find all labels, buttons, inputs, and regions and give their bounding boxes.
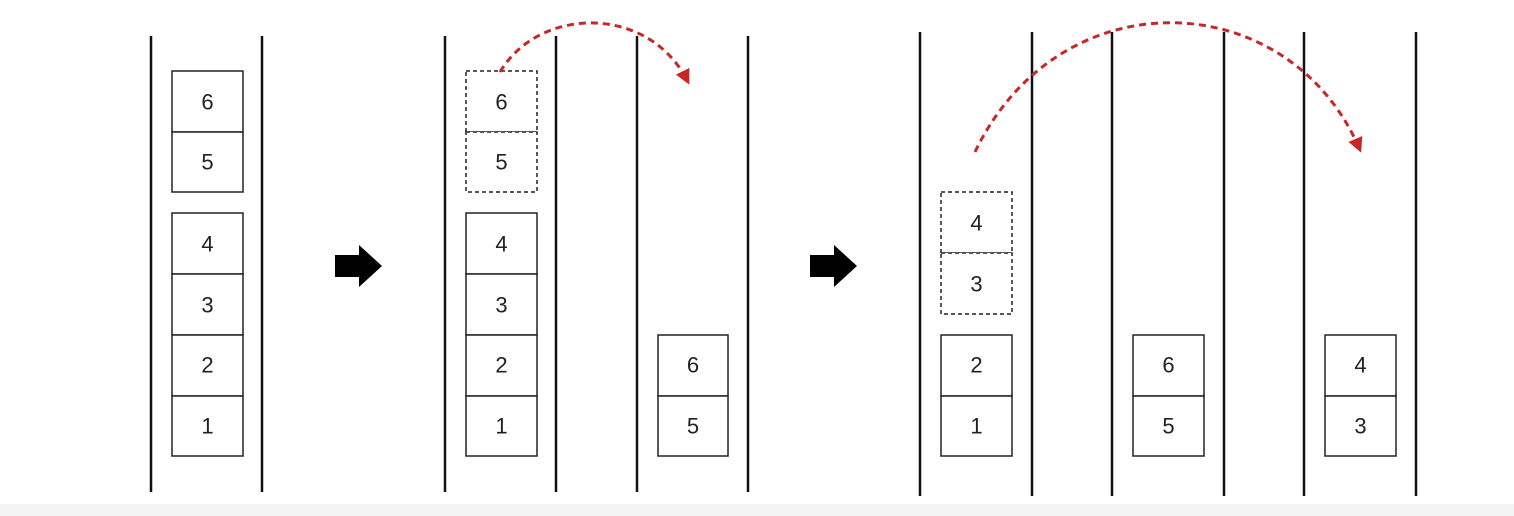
block-label: 3 [495,293,507,318]
block: 1 [465,395,538,457]
block: 4 [171,212,244,275]
block: 6 [171,70,244,133]
block: 1 [940,395,1013,457]
block-label: 3 [970,272,982,297]
block: 4 [465,212,538,275]
block: 5 [171,131,244,193]
block: 3 [171,273,244,336]
block: 4 [1324,334,1397,397]
stage-move-next-pair: 4 3 2 1 6 5 4 3 [918,21,1418,496]
block-label: 4 [1354,353,1366,378]
block-label: 2 [201,353,213,378]
curved-dashed-arrow [498,21,690,85]
block: 6 [1132,334,1205,397]
right-arrow-icon [335,245,382,287]
block: 3 [1324,395,1397,457]
block-label: 4 [201,232,213,257]
ghost-block: 6 [465,70,538,133]
block-label: 2 [495,353,507,378]
block-label: 4 [970,211,982,236]
block-label: 5 [1162,414,1174,439]
block: 2 [465,334,538,397]
block-label: 2 [970,353,982,378]
block-label: 6 [201,90,213,115]
block-label: 6 [495,90,507,115]
curved-dashed-arrow [973,21,1363,153]
block-label: 4 [495,232,507,257]
block: 1 [171,395,244,457]
block: 5 [657,395,729,457]
block: 6 [657,334,729,397]
block: 2 [171,334,244,397]
stage-initial: 6 5 4 3 2 1 [149,36,264,492]
bottom-strip [0,504,1514,516]
block-label: 5 [201,150,213,175]
stage-move-top-pair: 6 5 4 3 2 1 6 5 [443,21,750,492]
ghost-block: 4 [940,191,1013,254]
block-label: 3 [201,293,213,318]
block-label: 3 [1354,414,1366,439]
block: 3 [465,273,538,336]
block: 5 [1132,395,1205,457]
block-label: 1 [201,414,213,439]
block-label: 6 [687,353,699,378]
ghost-block: 5 [465,131,538,193]
block-label: 1 [970,414,982,439]
block: 2 [940,334,1013,397]
block-label: 1 [495,414,507,439]
block-label: 6 [1162,353,1174,378]
ghost-block: 3 [940,252,1013,315]
block-label: 5 [495,150,507,175]
right-arrow-icon [810,245,857,287]
block-label: 5 [687,414,699,439]
